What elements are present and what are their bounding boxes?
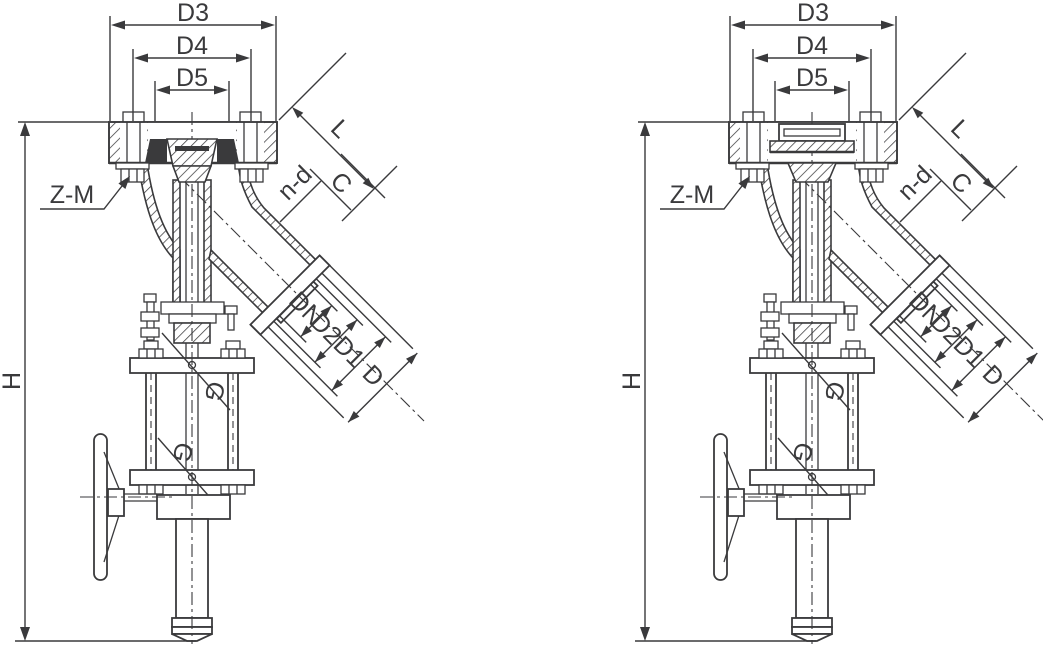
valve-view-left: D3 D4 D5 Z-M H L n-d C DN D2 D1 D G G — [0, 0, 426, 646]
thread-label-g-bottom: G — [786, 439, 818, 465]
dim-label-n-d: n-d — [272, 160, 317, 205]
dim-label-l: L — [325, 114, 355, 144]
valve-geometry — [633, 14, 1043, 646]
dim-label-d3: D3 — [177, 0, 209, 27]
thread-label-g-top: G — [818, 378, 850, 404]
dim-label-l: L — [945, 114, 975, 144]
dim-label-d5: D5 — [796, 64, 828, 92]
dim-label-d4: D4 — [796, 32, 828, 60]
dim-label-h: H — [0, 372, 26, 390]
dim-label-d: D — [977, 360, 1010, 393]
dim-label-z-m: Z-M — [50, 181, 94, 209]
valve-view-right: D3 D4 D5 Z-M H L n-d C DN D2 D1 D G G — [618, 0, 1043, 646]
dim-label-h: H — [618, 372, 646, 390]
dim-label-z-m: Z-M — [670, 181, 714, 209]
valve-geometry — [13, 14, 426, 646]
dim-label-c: C — [325, 167, 358, 200]
dim-label-d5: D5 — [176, 64, 208, 92]
dimension-labels: D3 D4 D5 Z-M H L n-d C DN D2 D1 D G G — [0, 0, 389, 465]
dimension-labels: D3 D4 D5 Z-M H L n-d C DN D2 D1 D G G — [618, 0, 1009, 465]
thread-label-g-bottom: G — [166, 439, 198, 465]
dim-label-n-d: n-d — [892, 160, 937, 205]
dim-label-c: C — [945, 167, 978, 200]
dim-label-d4: D4 — [176, 32, 208, 60]
flange-center-detail-boss — [145, 138, 239, 183]
flange-center-detail-plate — [769, 123, 855, 183]
dim-label-d3: D3 — [797, 0, 829, 27]
thread-label-g-top: G — [198, 378, 230, 404]
dim-label-d: D — [357, 360, 390, 393]
